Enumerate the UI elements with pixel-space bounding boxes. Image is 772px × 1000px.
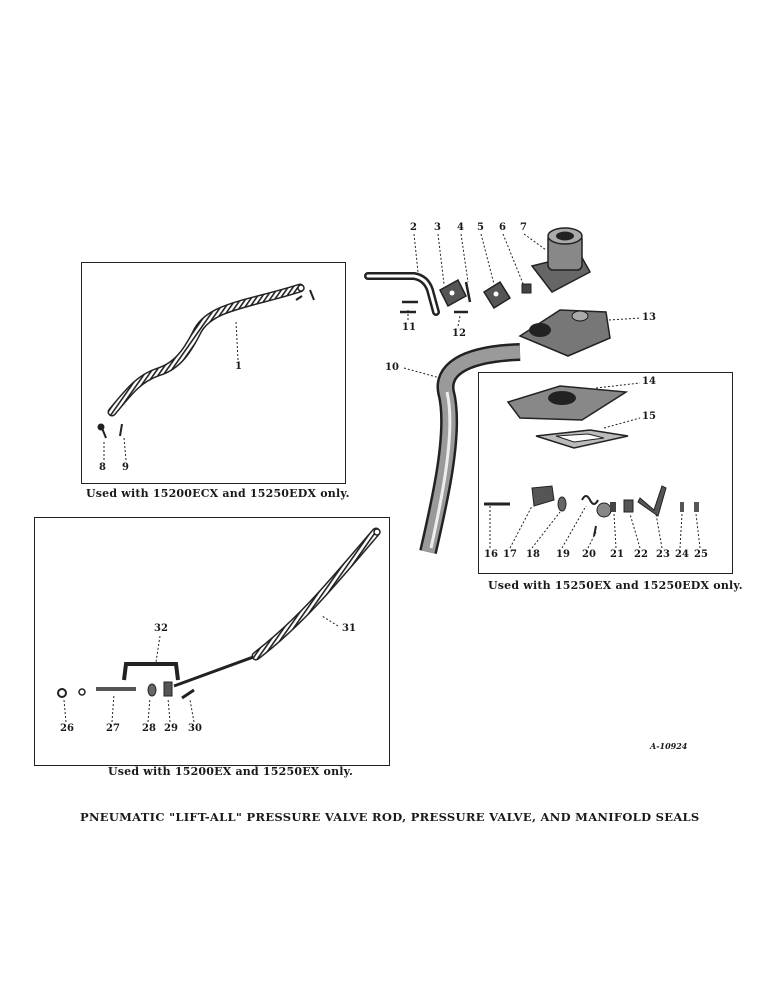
callout-13: 13: [642, 312, 656, 323]
callout-17: 17: [503, 549, 517, 560]
callout-28: 28: [142, 723, 156, 734]
callout-25: 25: [694, 549, 708, 560]
callout-18: 18: [526, 549, 540, 560]
pin-part-25: [694, 502, 699, 512]
callout-3: 3: [434, 222, 441, 233]
caption-bottom: Used with 15200EX and 15250EX only.: [108, 765, 354, 778]
callout-29: 29: [164, 723, 178, 734]
callout-5: 5: [477, 222, 484, 233]
pin-part-30: [181, 688, 195, 700]
callout-11: 11: [402, 322, 416, 333]
callout-7: 7: [520, 222, 527, 233]
washer-part-28: [147, 683, 157, 697]
washer-part-18: [557, 496, 567, 512]
panel-bottom-frame: [34, 517, 390, 766]
nut-part-22: [623, 499, 634, 513]
page-title: PNEUMATIC "LIFT-ALL" PRESSURE VALVE ROD,…: [80, 810, 700, 824]
callout-12: 12: [452, 328, 466, 339]
bolt-part-4: [464, 281, 472, 303]
nut-part-29: [163, 681, 173, 697]
curved-pipe-part-10: [419, 343, 521, 555]
nut-part-21: [610, 502, 616, 512]
callout-4: 4: [457, 222, 464, 233]
threaded-rod-part-27: [96, 687, 136, 691]
long-valve-rod-part-31: [173, 527, 381, 688]
caption-top-left: Used with 15200ECX and 15250EDX only.: [86, 487, 350, 500]
spring-part-19: [581, 495, 599, 505]
manifold-flange-part-14: [506, 385, 629, 421]
callout-32: 32: [154, 623, 168, 634]
pressure-valve-rod-part-1: [107, 283, 305, 417]
callout-15: 15: [642, 411, 656, 422]
callout-23: 23: [656, 549, 670, 560]
callout-10: 10: [385, 362, 399, 373]
washer-part-26: [57, 688, 67, 698]
washer-part-26b: [78, 688, 86, 696]
panel-right-frame: [478, 372, 733, 574]
gasket-part-15: [535, 429, 629, 449]
bracket-part-17: [531, 485, 555, 507]
callout-24: 24: [675, 549, 689, 560]
caption-right: Used with 15250EX and 15250EDX only.: [488, 579, 743, 592]
callout-8: 8: [99, 462, 106, 473]
bracket-part-3: [439, 278, 467, 308]
callout-22: 22: [634, 549, 648, 560]
small-pins-near-part-1: [295, 289, 315, 301]
callout-30: 30: [188, 723, 202, 734]
panel-top-left-frame: [81, 262, 346, 484]
callout-19: 19: [556, 549, 570, 560]
callout-27: 27: [106, 723, 120, 734]
callout-14: 14: [642, 376, 656, 387]
pin-part-8: [97, 423, 107, 439]
pin-part-24: [680, 502, 684, 512]
leader-lines: [63, 233, 701, 723]
clevis-part-32: [122, 662, 180, 681]
handle-rod-part-2: [364, 272, 440, 316]
callout-9: 9: [122, 462, 129, 473]
callout-16: 16: [484, 549, 498, 560]
callout-1: 1: [235, 361, 242, 372]
valve-body-part-13: [518, 309, 611, 357]
callout-21: 21: [610, 549, 624, 560]
callout-31: 31: [342, 623, 356, 634]
callout-6: 6: [499, 222, 506, 233]
bracket-part-23: [637, 485, 667, 517]
nut-part-6: [521, 283, 532, 294]
screw-part-11: [400, 300, 418, 314]
callout-26: 26: [60, 723, 74, 734]
callout-2: 2: [410, 222, 417, 233]
pin-part-9: [119, 423, 123, 437]
figure-number: A-10924: [650, 741, 688, 751]
plate-part-5: [482, 280, 512, 310]
valve-housing-part-7: [530, 227, 592, 293]
callout-20: 20: [582, 549, 596, 560]
